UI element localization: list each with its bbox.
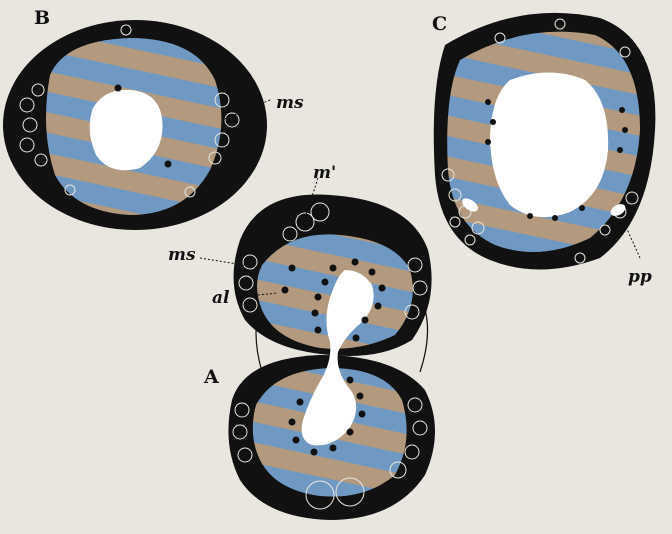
annotation-ms-a: ms — [168, 245, 196, 265]
panel-label-c: C — [432, 13, 447, 35]
leader-pp — [622, 218, 640, 258]
annotation-ms-b: ms — [276, 93, 304, 113]
section-a — [228, 195, 435, 520]
annotation-al: al — [212, 288, 230, 308]
section-c — [434, 13, 656, 270]
section-b — [3, 20, 267, 230]
annotation-m-prime: m' — [313, 163, 336, 183]
annotation-pp: pp — [628, 267, 652, 287]
panel-label-a: A — [203, 366, 219, 388]
section-c-lumen — [490, 73, 608, 218]
panel-label-b: B — [34, 7, 50, 29]
